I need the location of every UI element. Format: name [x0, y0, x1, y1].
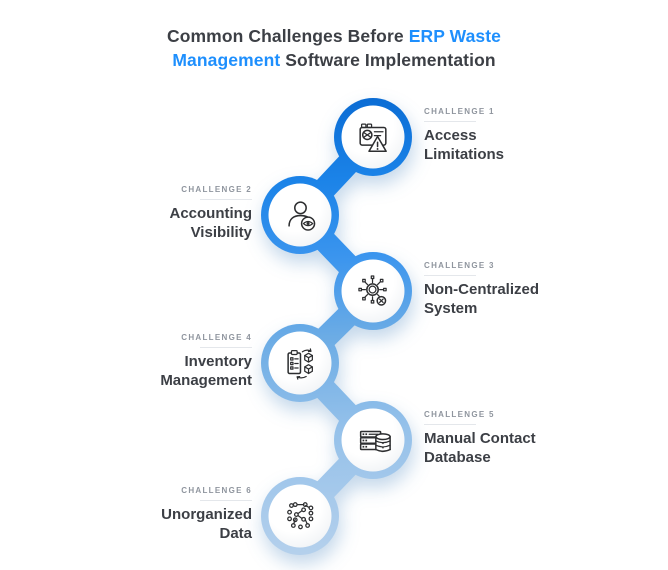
eyebrow-divider — [424, 121, 476, 122]
eyebrow-divider — [200, 199, 252, 200]
challenge-4-title: Inventory Management — [102, 353, 252, 390]
challenge-5-block: CHALLENGE 5 Manual Contact Database — [424, 410, 574, 467]
inventory-checklist-cubes-icon — [281, 344, 319, 382]
challenge-title-line: Data — [219, 524, 252, 542]
challenge-4-block: CHALLENGE 4 Inventory Management — [102, 333, 252, 390]
eyebrow-divider — [424, 424, 476, 425]
challenge-5-title: Manual Contact Database — [424, 430, 574, 467]
challenge-3-block: CHALLENGE 3 Non-Centralized System — [424, 261, 574, 318]
challenge-title-line: Accounting — [169, 205, 253, 222]
node-disc-3 — [341, 259, 405, 323]
challenge-6-block: CHALLENGE 6 Unorganized Data — [102, 486, 252, 543]
challenge-title-line: Database — [424, 448, 491, 466]
decentralized-hub-icon — [354, 272, 392, 310]
node-disc-6 — [268, 484, 332, 548]
title-text-highlight: ERP Waste — [408, 26, 502, 46]
snake-path — [261, 98, 412, 555]
node-disc-1 — [341, 105, 405, 169]
server-database-icon — [354, 421, 392, 459]
scattered-nodes-icon — [281, 497, 319, 535]
challenge-6-eyebrow: CHALLENGE 6 — [181, 486, 252, 495]
challenge-2-block: CHALLENGE 2 Accounting Visibility — [102, 185, 252, 242]
challenge-title-line: Manual Contact — [424, 430, 536, 447]
blocked-website-warning-icon — [354, 118, 392, 156]
challenge-2-eyebrow: CHALLENGE 2 — [181, 185, 252, 194]
page-title-line-1: Common Challenges Before ERP Waste — [0, 24, 668, 48]
challenge-1-title: Access Limitations — [424, 127, 574, 164]
challenge-3-title: Non-Centralized System — [424, 281, 574, 318]
challenge-title-line: Access — [424, 127, 477, 144]
challenge-title-line: Visibility — [190, 223, 252, 241]
user-visibility-eye-icon — [281, 196, 319, 234]
page-title-line-2: Management Software Implementation — [0, 48, 668, 72]
challenge-5-eyebrow: CHALLENGE 5 — [424, 410, 495, 419]
challenge-title-line: Non-Centralized — [424, 281, 540, 298]
challenge-3-eyebrow: CHALLENGE 3 — [424, 261, 495, 270]
challenge-title-line: System — [424, 299, 478, 317]
challenge-1-eyebrow: CHALLENGE 1 — [424, 107, 495, 116]
challenge-title-line: Unorganized — [161, 506, 252, 523]
challenge-title-line: Inventory — [184, 353, 252, 370]
page-title: Common Challenges Before ERP Waste Manag… — [0, 24, 668, 72]
challenge-6-title: Unorganized Data — [102, 506, 252, 543]
node-disc-5 — [341, 408, 405, 472]
title-text-highlight: Management — [172, 50, 281, 70]
eyebrow-divider — [424, 275, 476, 276]
challenge-2-title: Accounting Visibility — [102, 205, 253, 242]
title-text-dark: Common Challenges Before — [166, 26, 409, 46]
title-text-dark: Software Implementation — [280, 50, 496, 70]
challenge-title-line: Limitations — [424, 145, 505, 163]
eyebrow-divider — [200, 347, 252, 348]
challenge-4-eyebrow: CHALLENGE 4 — [181, 333, 252, 342]
challenge-title-line: Management — [160, 371, 252, 389]
challenge-1-block: CHALLENGE 1 Access Limitations — [424, 107, 574, 164]
eyebrow-divider — [200, 500, 252, 501]
